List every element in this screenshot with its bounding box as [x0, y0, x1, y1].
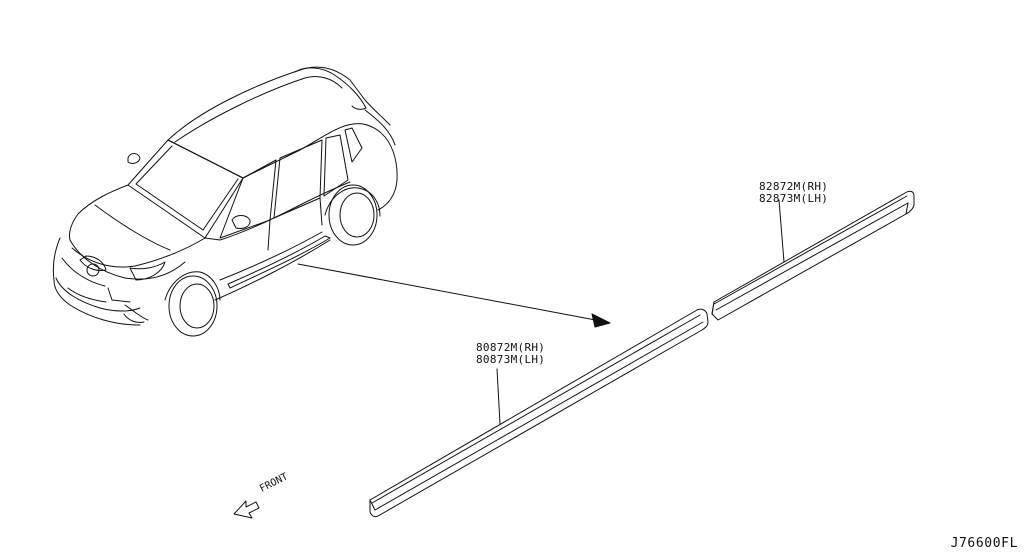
rear-moulding-part-rh: 82872M(RH) [759, 180, 829, 193]
front-moulding-part-rh: 80872M(RH) [476, 341, 546, 354]
callout-arrow [298, 264, 610, 327]
front-door-moulding [370, 309, 708, 516]
figure-code: J76600FL [950, 536, 1018, 551]
rear-moulding-leader-line [779, 200, 784, 262]
front-moulding-leader-line [497, 369, 500, 424]
rear-door-moulding [712, 191, 914, 320]
rear-moulding-part-lh: 82873M(LH) [759, 192, 829, 205]
vehicle-illustration [53, 67, 397, 336]
front-arrow-icon [234, 501, 259, 518]
front-moulding-part-lh: 80873M(LH) [476, 353, 546, 366]
